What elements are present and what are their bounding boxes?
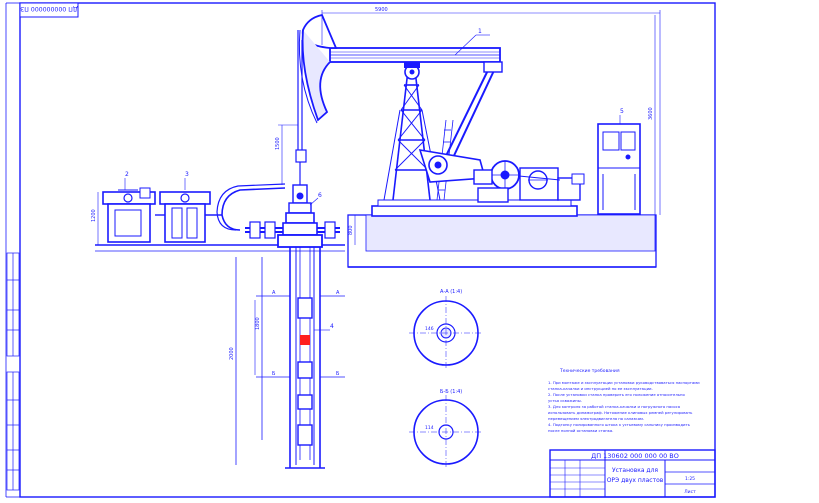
control-cabinet	[597, 123, 641, 215]
note-line-8: 4. Подгонку полированного штока к устьев…	[548, 422, 691, 427]
note-line-6: использовать динамограф. Натяжение клино…	[548, 410, 693, 415]
code-stamp-text: ДП 000000000 ПЗ	[20, 5, 78, 12]
side-stamp-lower	[6, 371, 20, 491]
svg-text:5: 5	[620, 108, 624, 115]
dim-base: 1200	[91, 209, 97, 222]
dim-wellhead: 800	[348, 225, 354, 235]
crank-assembly	[418, 148, 520, 203]
title-block	[549, 449, 716, 498]
note-line-3: 2. После установки станка проверить его …	[548, 392, 685, 397]
downhole-pump	[297, 297, 313, 446]
callout-4: 4	[314, 323, 334, 331]
dimension-lines	[97, 10, 661, 375]
notes-heading: Технические требования	[559, 368, 620, 374]
svg-text:4: 4	[330, 323, 334, 330]
section-b: Б-Б (1:4) 114	[409, 389, 483, 469]
level-a-right: А	[336, 290, 340, 296]
note-line-7: перемещением электродвигателя по салазка…	[548, 416, 644, 421]
callout-5: 5	[619, 108, 624, 124]
foundation-block	[347, 214, 657, 268]
pitman-arm	[444, 61, 503, 163]
callout-3: 3	[184, 171, 189, 190]
note-line-9: после полной остановки станка.	[548, 428, 613, 433]
callout-2: 2	[124, 171, 129, 190]
level-marks	[235, 257, 345, 465]
side-stamp-upper	[6, 252, 20, 357]
scale: 1:25	[685, 476, 695, 482]
technical-notes: Технические требования 1. При монтаже и …	[548, 368, 700, 433]
pumping-unit-base	[371, 199, 578, 217]
dim-polished-rod: 1500	[275, 137, 281, 150]
dim-height: 3600	[648, 107, 654, 120]
svg-text:3: 3	[185, 171, 189, 178]
svg-text:2: 2	[125, 171, 129, 178]
level-b-left: Б	[272, 371, 276, 377]
sheet-border	[19, 2, 716, 498]
samson-post	[383, 69, 441, 201]
svg-text:114: 114	[425, 425, 434, 431]
title-line-2: ОРЭ двух пластов	[607, 477, 664, 484]
svg-text:Б-Б (1:4): Б-Б (1:4)	[440, 389, 462, 395]
bridle	[295, 30, 307, 192]
note-line-1: 1. При монтаже и эксплуатации установки …	[548, 380, 700, 385]
gear-reducer	[518, 167, 585, 201]
dim-tubing: 1800	[255, 317, 261, 330]
svg-text:146: 146	[425, 326, 434, 332]
svg-text:6: 6	[318, 192, 322, 199]
note-line-5: 3. Для контроля за работой станка-качалк…	[548, 404, 680, 409]
callout-6: 6	[309, 192, 322, 206]
walking-beam	[329, 47, 501, 80]
note-line-4: устья скважины.	[548, 398, 582, 403]
svg-text:1: 1	[478, 28, 482, 35]
code-stamp: ДП 000000000 ПЗ	[19, 2, 79, 18]
doc-number: ДП 130602 000 000 00 ВО	[591, 452, 679, 460]
sheet-label: Лист	[684, 489, 696, 495]
svg-text:А-А (1:4): А-А (1:4)	[440, 289, 462, 295]
wellhead	[277, 184, 323, 248]
horse-head	[298, 13, 338, 124]
level-b-right: Б	[336, 371, 340, 377]
station-unit-2	[102, 187, 156, 243]
note-line-2: станка-качалки и инструкцией по ее экспл…	[548, 386, 653, 391]
callout-1: 1	[454, 28, 490, 56]
dim-width: 5900	[375, 7, 388, 13]
dim-casing: 2000	[229, 347, 235, 360]
level-a-left: А	[272, 290, 276, 296]
station-unit-3	[159, 191, 211, 243]
title-line-1: Установка для	[612, 467, 658, 474]
flowline	[216, 183, 340, 239]
section-a: А-А (1:4) 146	[409, 289, 483, 370]
